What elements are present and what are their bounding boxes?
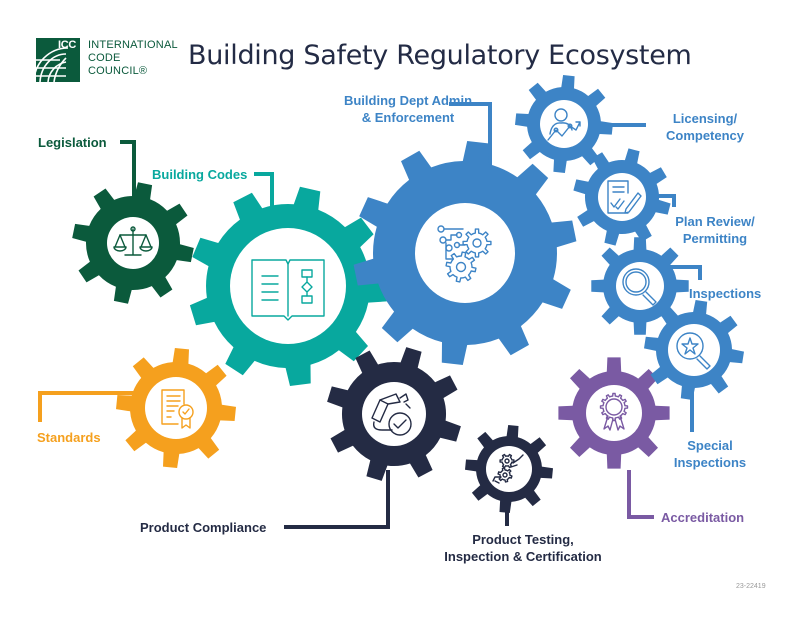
label-inspections: Inspections [689, 286, 762, 301]
label-special-inspections: Special Inspections [673, 438, 747, 470]
label-legislation: Legislation [38, 135, 107, 150]
scales-of-justice-icon [113, 226, 153, 256]
connector-accreditation [627, 470, 654, 519]
connector-standards [38, 391, 140, 422]
person-growth-chart-icon [547, 108, 581, 141]
label-plan-review: Plan Review/ Permitting [675, 214, 755, 246]
label-product-compliance: Product Compliance [140, 520, 267, 535]
page-title: Building Safety Regulatory Ecosystem [188, 40, 692, 71]
label-licensing: Licensing/ Competency [665, 111, 745, 143]
logo-abbreviation: ICC [58, 39, 77, 51]
gear-plan-review [573, 148, 671, 246]
reference-code: 23-22419 [736, 583, 766, 590]
label-product-testing: Product Testing, Inspection & Certificat… [444, 532, 602, 564]
connector-legislation [120, 140, 136, 210]
icc-logo: ICC INTERNATIONAL CODE COUNCIL® [36, 38, 178, 83]
label-building-codes: Building Codes [152, 167, 248, 182]
document-pen-check-icon [607, 180, 642, 214]
connector-dept-admin [449, 102, 492, 175]
robotic-arm-check-icon [371, 393, 412, 436]
gear-building-codes [189, 186, 388, 386]
circuit-gears-icon [437, 225, 492, 283]
globe-icon: ICC [36, 38, 80, 82]
open-book-flowchart-icon [251, 259, 325, 321]
logo-line-1: INTERNATIONAL [88, 39, 178, 51]
gear-accreditation-hub [586, 385, 642, 441]
magnifying-glass-icon [622, 268, 657, 306]
connector-product-compliance [284, 470, 390, 529]
logo-wordmark: INTERNATIONAL CODE COUNCIL® [88, 39, 178, 78]
gear-plan-review-hub [598, 173, 646, 221]
label-standards: Standards [37, 430, 101, 445]
hands-gears-icon [492, 453, 524, 484]
label-building-dept-admin: Building Dept Admin & Enforcement [343, 93, 473, 125]
label-accreditation: Accreditation [661, 510, 745, 525]
gear-standards-hub [145, 377, 207, 439]
gear-accreditation [558, 357, 670, 469]
gear-standards [116, 348, 236, 468]
magnifying-glass-star-icon [676, 332, 711, 370]
award-ribbon-icon [599, 392, 629, 431]
logo-line-2: CODE [88, 52, 121, 64]
gear-licensing-hub [540, 100, 588, 148]
logo-line-3: COUNCIL® [88, 65, 148, 77]
certificate-document-icon [161, 389, 194, 429]
connector-building-codes [254, 172, 274, 220]
